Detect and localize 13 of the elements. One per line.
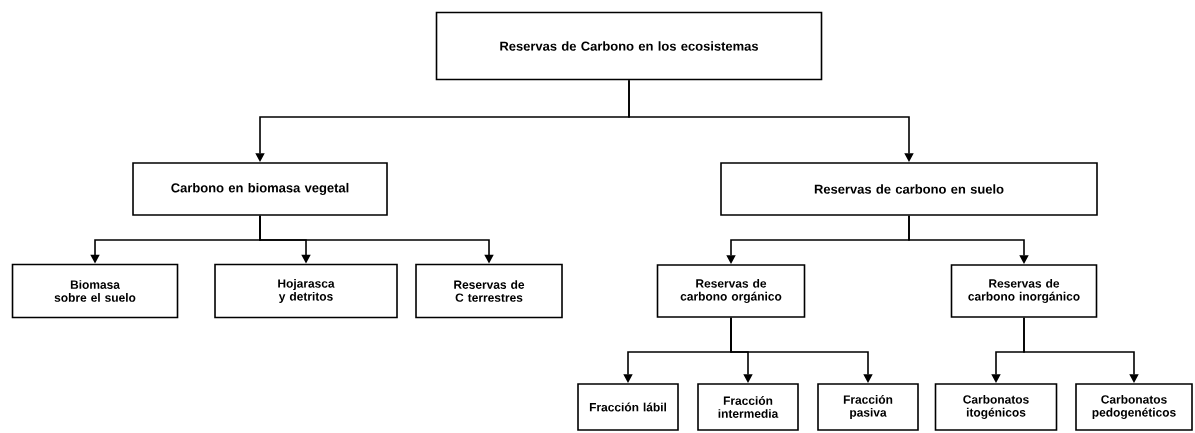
box: Reservas de C terrestres xyxy=(415,263,563,319)
box: Biomasa sobre el suelo xyxy=(11,263,179,319)
box: Reservas de Carbono en los ecosistemas xyxy=(435,11,823,81)
box: Reservas de carbono inorgánico xyxy=(950,264,1098,318)
box: Reservas de carbono orgánico xyxy=(656,264,806,318)
box: Carbonatos itogénicos xyxy=(934,383,1058,431)
box: Fracción intermedia xyxy=(697,383,799,431)
box: Fracción lábil xyxy=(577,383,679,431)
box: Reservas de carbono en suelo xyxy=(720,162,1098,216)
box: Carbono en biomasa vegetal xyxy=(132,162,388,216)
box: Carbonatos pedogenéticos xyxy=(1075,383,1193,431)
box: Fracción pasiva xyxy=(817,383,919,431)
box: Hojarasca y detritos xyxy=(214,263,398,319)
